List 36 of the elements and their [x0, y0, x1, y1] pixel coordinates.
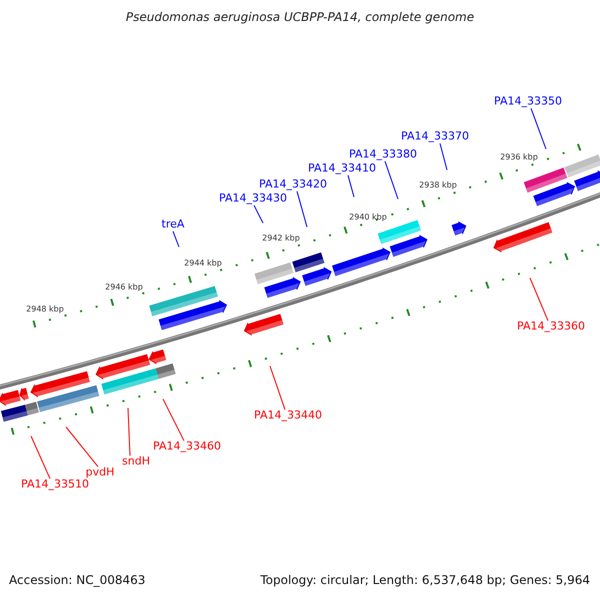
- leader-line: [530, 108, 546, 150]
- position-label: 2936 kbp: [500, 152, 538, 162]
- position-label: 2948 kbp: [26, 304, 64, 314]
- gene-label: PA14_33440: [254, 410, 322, 422]
- gene-label: PA14_33430: [219, 192, 287, 206]
- footer-text: Accession: NC_008463: [9, 574, 146, 588]
- leader-line: [128, 408, 130, 456]
- leader-line: [254, 204, 264, 224]
- position-label: 2946 kbp: [105, 282, 143, 292]
- position-label: 2942 kbp: [262, 233, 300, 243]
- gene-label: PA14_33460: [153, 440, 221, 454]
- leader-line: [172, 230, 180, 248]
- gene-label: PA14_33410: [308, 162, 376, 176]
- leader-line: [66, 426, 98, 468]
- leader-line: [296, 190, 308, 228]
- leader-line: [348, 174, 354, 198]
- gene-label: PA14_33350: [494, 96, 562, 108]
- map-title: Pseudomonas aeruginosa UCBPP-PA14, complete genome: [126, 11, 474, 25]
- leader-line: [30, 436, 50, 480]
- leader-line: [162, 398, 184, 442]
- footer-text: Topology: circular; Length: 6,537,648 bp; Genes: 5,964: [260, 574, 590, 588]
- position-label: 2940 kbp: [349, 212, 387, 222]
- leader-line: [384, 160, 398, 200]
- gene-label: PA14_33510: [21, 478, 89, 492]
- gene-label: PA14_33420: [259, 178, 327, 192]
- leader-line: [530, 278, 548, 322]
- position-label: 2938 kbp: [419, 180, 457, 190]
- gene-label: pvdH: [86, 466, 114, 480]
- gene-label: PA14_33380: [349, 148, 417, 162]
- leader-line: [270, 366, 286, 410]
- gene-label: PA14_33360: [517, 320, 585, 334]
- gene-label: treA: [162, 218, 184, 232]
- gene-label: PA14_33370: [401, 130, 469, 144]
- position-label: 2944 kbp: [184, 258, 222, 268]
- leader-line: [440, 142, 448, 170]
- gene-label: sndH: [122, 456, 150, 468]
